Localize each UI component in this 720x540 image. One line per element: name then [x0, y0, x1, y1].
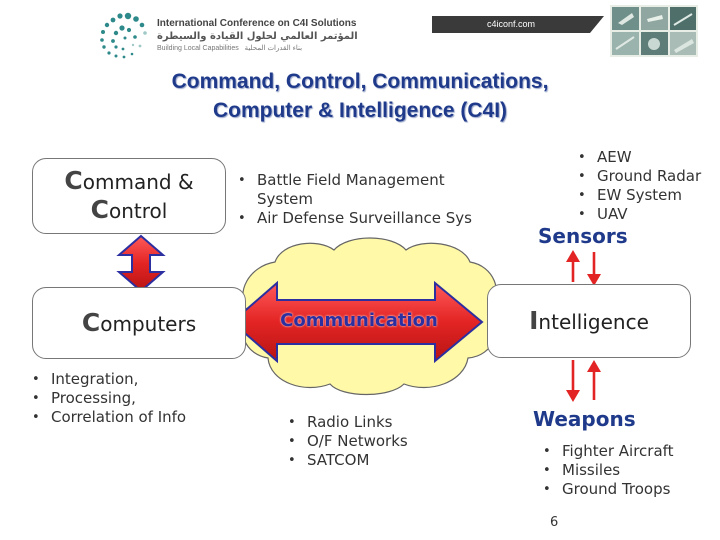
weapons-item: Fighter Aircraft — [537, 442, 674, 461]
weapons-label: Weapons — [533, 407, 636, 431]
intelligence-initial: I — [529, 305, 539, 335]
sensors-list: AEW Ground Radar EW System UAV — [572, 148, 701, 224]
computers-item: Correlation of Info — [26, 408, 186, 427]
weapons-arrows-icon — [566, 360, 601, 402]
cc-computers-arrow-icon — [116, 234, 166, 293]
conference-logo-icon — [100, 12, 147, 59]
communication-item: SATCOM — [282, 451, 408, 470]
sensors-item: AEW — [572, 148, 701, 167]
computers-rest: omputers — [100, 311, 197, 336]
computers-item: Processing, — [26, 389, 186, 408]
sensors-label: Sensors — [538, 224, 628, 248]
slide-title: Command, Control, Communications, Comput… — [0, 67, 720, 125]
page-number: 6 — [550, 515, 559, 530]
sensors-item: UAV — [572, 205, 701, 224]
communication-item: O/F Networks — [282, 432, 408, 451]
tagline-arabic: بناء القدرات المحلية — [244, 45, 303, 52]
communication-double-arrow-icon — [230, 280, 484, 364]
slide-title-line1: Command, Control, Communications, — [171, 70, 549, 93]
intelligence-rest: ntelligence — [538, 309, 649, 334]
weapons-item: Missiles — [537, 461, 674, 480]
computers-item: Integration, — [26, 370, 186, 389]
sensors-item: EW System — [572, 186, 701, 205]
communication-item: Radio Links — [282, 413, 408, 432]
weapons-list: Fighter Aircraft Missiles Ground Troops — [537, 442, 674, 499]
control-initial: C — [90, 195, 109, 224]
battlefield-list: Battle Field Management System Air Defen… — [232, 171, 512, 228]
computers-label: Computers — [81, 307, 197, 338]
communication-label: Communication — [280, 310, 438, 331]
computers-box: Computers — [32, 287, 246, 359]
intelligence-box: Intelligence — [487, 284, 691, 358]
command-control-box: Command & Control — [32, 158, 226, 234]
control-rest: ontrol — [109, 199, 168, 223]
military-collage-image — [610, 5, 698, 57]
communication-list: Radio Links O/F Networks SATCOM — [282, 413, 408, 470]
conference-url[interactable]: c4iconf.com — [432, 16, 604, 33]
sensors-arrows-icon — [566, 250, 601, 286]
sensors-item: Ground Radar — [572, 167, 701, 186]
battlefield-item: Battle Field Management System — [232, 171, 467, 209]
computers-list: Integration, Processing, Correlation of … — [26, 370, 186, 427]
command-initial: C — [64, 166, 83, 195]
weapons-item: Ground Troops — [537, 480, 674, 499]
command-control-label: Command & Control — [64, 167, 193, 225]
tagline-english: Building Local Capabilities — [157, 45, 239, 52]
battlefield-item: Air Defense Surveillance Sys — [232, 209, 512, 228]
conference-tagline: Building Local Capabilities بناء القدرات… — [157, 44, 302, 52]
conference-name: International Conference on C4I Solution… — [157, 18, 357, 29]
computers-initial: C — [81, 307, 101, 337]
command-rest: ommand & — [82, 170, 194, 194]
conference-name-arabic: المؤتمر العالمي لحلول القيادة والسيطرة — [157, 31, 358, 42]
slide-title-line2: Computer & Intelligence (C4I) — [212, 99, 508, 122]
intelligence-label: Intelligence — [529, 305, 649, 336]
